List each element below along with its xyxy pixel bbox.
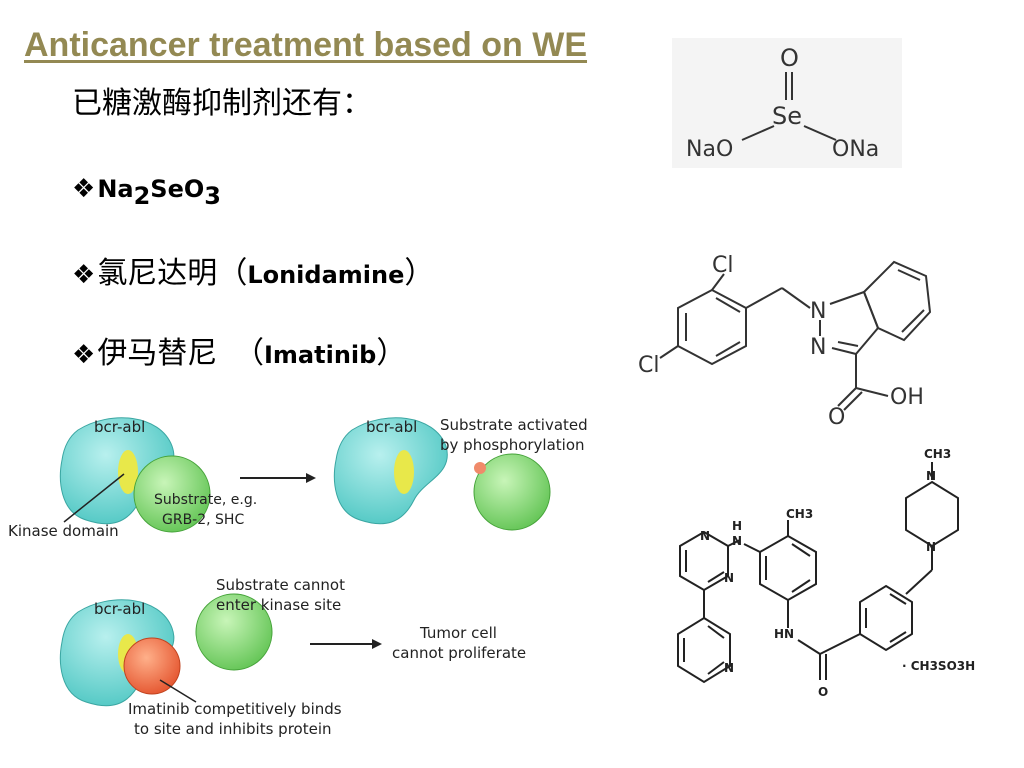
- bullet-imatinib: ❖伊马替尼 （Imatinib）: [72, 336, 406, 373]
- label-imatinib-1: Imatinib competitively binds: [128, 700, 342, 718]
- bcr-abl-protein: [333, 417, 448, 525]
- atom-pyrimidine-n1: N: [700, 529, 710, 543]
- salt-mesylate: · CH3SO3H: [902, 659, 975, 673]
- slide-title: Anticancer treatment based on WE: [24, 26, 588, 64]
- label-imatinib-2: to site and inhibits protein: [134, 720, 332, 738]
- atom-pyrimidine-n2: N: [724, 571, 734, 585]
- atom-o: O: [818, 685, 828, 699]
- atom-n2: N: [810, 335, 826, 360]
- atom-n-methyl: N: [926, 469, 936, 483]
- formula-sub-3: 3: [204, 182, 221, 210]
- imatinib-ball: [123, 637, 181, 695]
- label-cannot-2: enter kinase site: [216, 596, 341, 614]
- diamond-bullet-icon: ❖: [72, 173, 96, 203]
- imatinib-cn: 伊马替尼: [97, 337, 218, 370]
- label-bcr-abl: bcr-abl: [94, 600, 145, 618]
- label-bcr-abl: bcr-abl: [94, 418, 145, 436]
- label-activated-2: by phosphorylation: [440, 436, 585, 454]
- activated-substrate-ball: [473, 453, 551, 531]
- formula-seo: SeO: [150, 175, 205, 203]
- atom-ch3: CH3: [786, 507, 813, 521]
- substrate-ball: [133, 455, 211, 533]
- atom-n1: N: [810, 299, 826, 324]
- lonidamine-en: Lonidamine: [247, 261, 405, 289]
- diamond-bullet-icon: ❖: [72, 259, 96, 289]
- imatinib-en: Imatinib: [263, 341, 377, 369]
- bcr-abl-protein: [59, 599, 175, 707]
- imatinib-mechanism-diagram: bcr-abl Kinase domain Substrate, e.g. GR…: [8, 416, 588, 738]
- lonidamine-cn: 氯尼达明: [97, 257, 218, 290]
- paren-open: （: [233, 337, 264, 370]
- atom-oh: OH: [890, 385, 924, 410]
- atom-ch3-top: CH3: [924, 447, 951, 461]
- paren-close: ）: [376, 337, 407, 370]
- label-tumor-1: Tumor cell: [419, 624, 497, 642]
- blocked-substrate-ball: [195, 593, 273, 671]
- formula-sub-2: 2: [133, 182, 151, 210]
- bcr-abl-protein: [59, 417, 175, 525]
- label-substrate-2: GRB-2, SHC: [162, 512, 244, 528]
- atom-cl-left: Cl: [638, 353, 659, 378]
- paren-close: ）: [404, 257, 435, 290]
- atom-o: O: [828, 405, 845, 430]
- atom-pyridine-n: N: [724, 661, 734, 675]
- phosphate-dot: [474, 462, 486, 474]
- atom-n-pip-bottom: N: [926, 540, 936, 554]
- intro-text: 已糖激酶抑制剂还有：: [72, 87, 372, 120]
- atom-nao: NaO: [686, 137, 733, 162]
- label-substrate-1: Substrate, e.g.: [154, 492, 257, 508]
- label-kinase-domain: Kinase domain: [8, 522, 119, 540]
- formula-na: Na: [97, 175, 134, 203]
- label-tumor-2: cannot proliferate: [392, 644, 526, 662]
- label-bcr-abl: bcr-abl: [366, 418, 417, 436]
- lonidamine-structure: Cl Cl N N O OH: [638, 253, 932, 430]
- bullet-lonidamine: ❖氯尼达明（Lonidamine）: [72, 256, 434, 293]
- sodium-selenite-structure: O Se NaO ONa: [672, 38, 902, 168]
- atom-cl-top: Cl: [712, 253, 733, 278]
- atom-o: O: [780, 44, 799, 72]
- atom-hn: HN: [774, 627, 794, 641]
- label-cannot-1: Substrate cannot: [216, 576, 345, 594]
- diamond-bullet-icon: ❖: [72, 339, 96, 369]
- bullet-na2seo3: ❖Na2SeO3: [72, 170, 221, 214]
- label-activated-1: Substrate activated: [440, 416, 588, 434]
- atom-h: H: [732, 519, 742, 533]
- atom-ona: ONa: [832, 137, 879, 162]
- atom-nh-n: N: [732, 534, 742, 548]
- paren-open: （: [217, 257, 248, 290]
- atom-se: Se: [772, 102, 802, 130]
- imatinib-structure: N CH3 N CH3 H N HN O · CH3SO3H N N N: [677, 447, 975, 699]
